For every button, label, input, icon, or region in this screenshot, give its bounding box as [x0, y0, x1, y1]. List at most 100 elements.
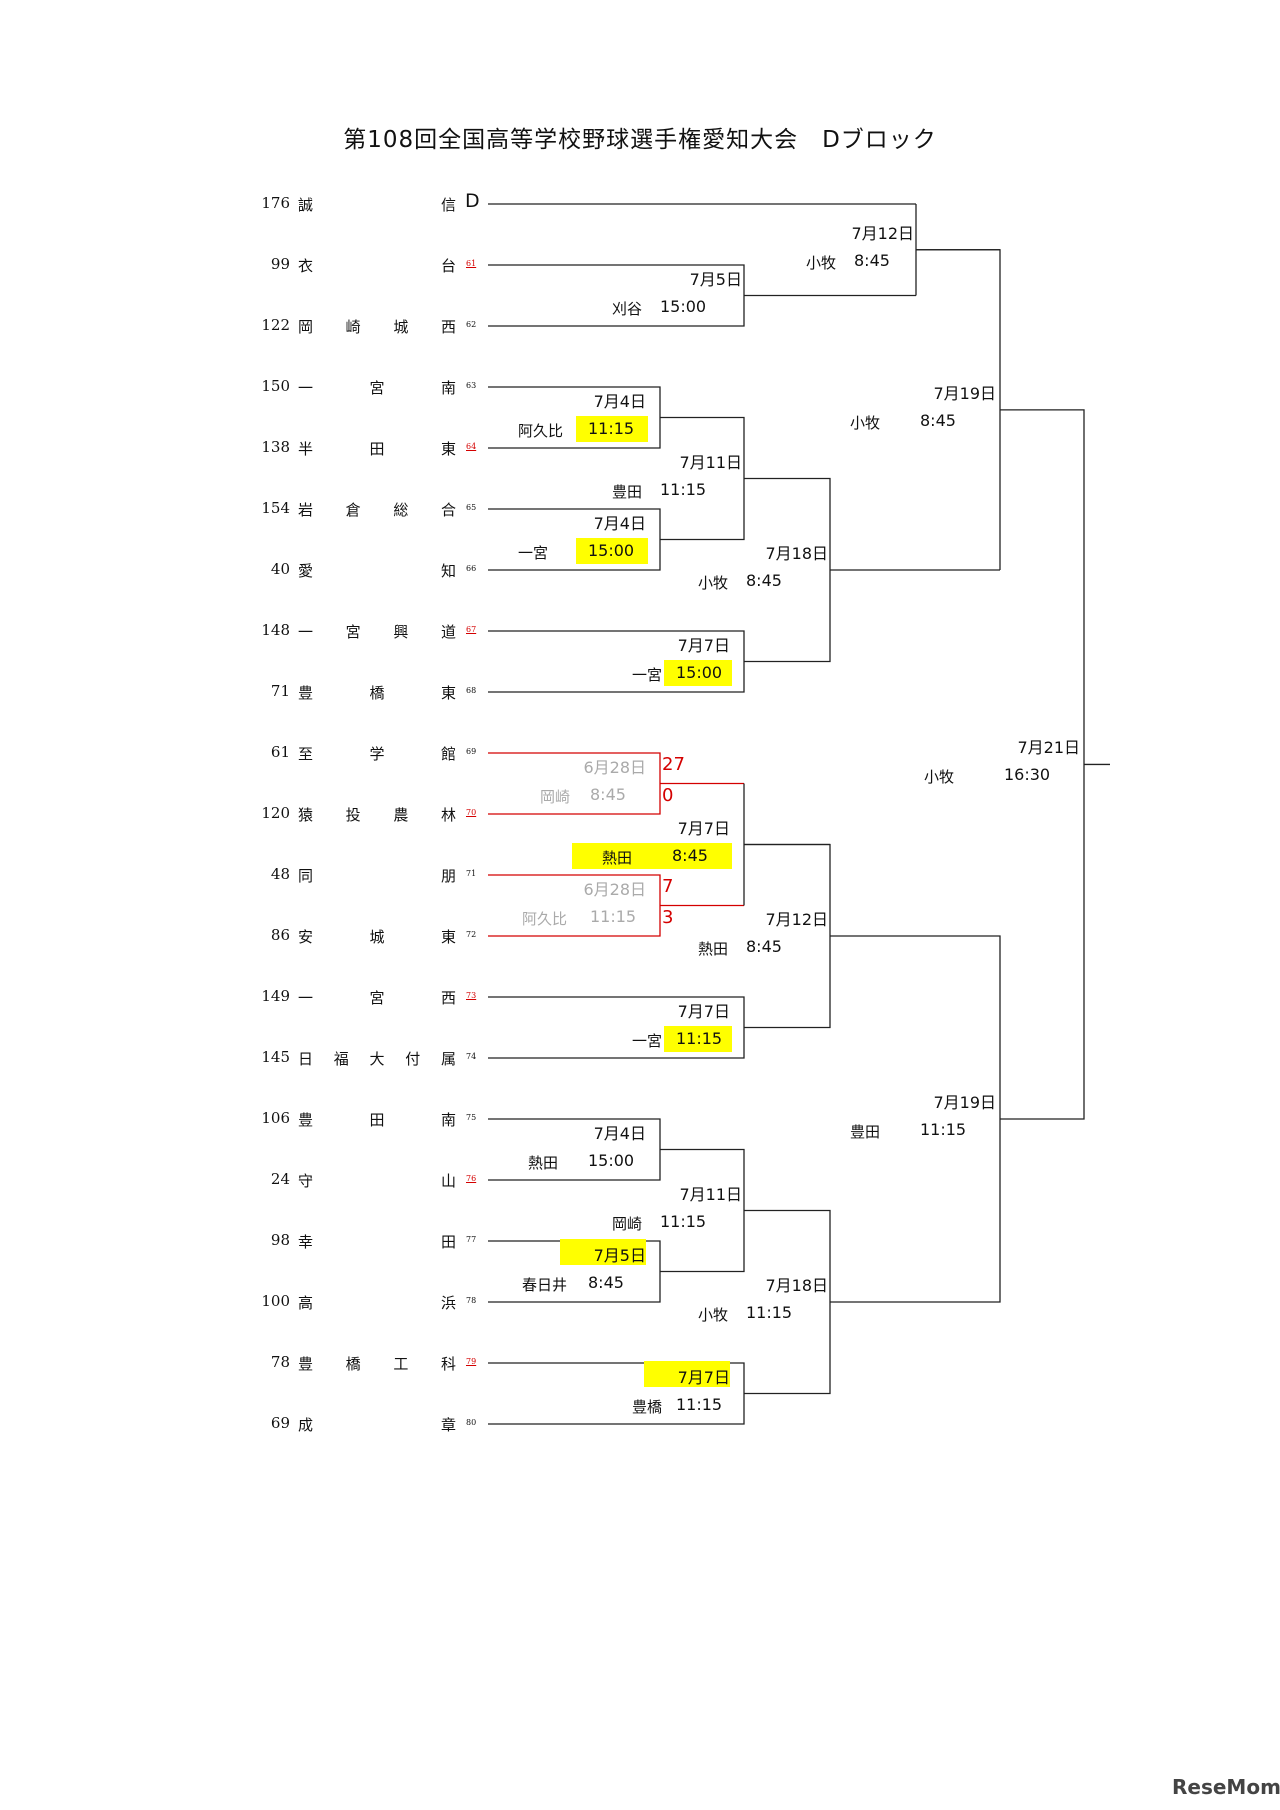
team-name: 誠信: [298, 194, 456, 215]
match-score-top: 7: [662, 875, 674, 897]
game-number: 70: [466, 808, 477, 817]
bracket-line: [830, 935, 1001, 1303]
team-name: 衣台: [298, 255, 456, 276]
match-time: 11:15: [588, 418, 635, 438]
game-number: 62: [466, 320, 477, 329]
resemom-logo: ReseMom: [1172, 1775, 1280, 1799]
team-name-char: 西: [440, 989, 456, 1007]
team-name-char: 合: [440, 501, 456, 519]
team-name-char: 高: [298, 1294, 314, 1312]
team-name-char: 投: [345, 806, 361, 824]
team-name: 一宮南: [298, 377, 456, 398]
game-number: 73: [466, 991, 477, 1000]
match-date: 7月12日: [851, 223, 914, 243]
team-name-char: 林: [440, 806, 456, 824]
match-time: 15:00: [660, 296, 707, 316]
match-highlight: [664, 659, 732, 686]
team-seed-number: 176: [261, 194, 290, 212]
game-number: 66: [466, 564, 477, 573]
team-name-char: 岩: [298, 501, 314, 519]
team-name: 岩倉総合: [298, 499, 456, 520]
team-name-char: 興: [393, 623, 409, 641]
team-name-char: 守: [298, 1172, 314, 1190]
match-date: 7月7日: [677, 818, 730, 838]
bracket-line: [660, 416, 745, 541]
team-name-char: 朋: [440, 867, 456, 885]
team-name-char: 日: [298, 1050, 314, 1068]
team-name: 幸田: [298, 1231, 456, 1252]
team-name-char: 館: [440, 745, 456, 763]
team-name-char: 東: [440, 440, 456, 458]
match-date: 7月7日: [677, 1001, 730, 1021]
team-seed-number: 69: [270, 1414, 290, 1432]
team-name-char: 崎: [345, 318, 361, 336]
match-venue: 小牧: [698, 574, 729, 592]
team-name-char: 東: [440, 684, 456, 702]
team-name-char: 豊: [298, 1355, 314, 1373]
team-name: 一宮西: [298, 987, 456, 1008]
match-time: 8:45: [590, 784, 626, 804]
team-seed-number: 138: [261, 438, 290, 456]
team-name-char: 章: [440, 1416, 456, 1434]
match-time: 8:45: [672, 845, 708, 865]
team-name-char: 南: [440, 1111, 456, 1129]
team-seed-number: 24: [270, 1170, 290, 1188]
match-time: 11:15: [676, 1028, 723, 1048]
team-name-char: 道: [440, 623, 456, 641]
match-date: 7月18日: [765, 1276, 828, 1295]
match-venue: 小牧: [698, 1306, 729, 1324]
team-name-char: 同: [298, 867, 314, 885]
match-time: 15:00: [588, 540, 635, 560]
match-date: 7月21日: [1017, 738, 1080, 758]
match-venue: 阿久比: [522, 909, 568, 928]
match-date: 7月18日: [765, 544, 828, 563]
team-name-char: 福: [333, 1050, 349, 1068]
match-date: 7月19日: [933, 383, 996, 403]
game-number: 68: [466, 686, 477, 695]
team-name: 半田東: [298, 438, 456, 459]
team-name-char: 台: [440, 257, 456, 275]
team-name: 日福大付属: [298, 1048, 456, 1069]
match-date: 7月4日: [593, 1123, 646, 1143]
team-name-char: 城: [369, 928, 385, 946]
team-name-char: 田: [369, 1111, 385, 1129]
team-name-char: 橋: [345, 1355, 361, 1373]
team-seed-number: 86: [270, 926, 290, 944]
match-venue: 熱田: [528, 1153, 559, 1172]
match-venue: 春日井: [522, 1275, 568, 1294]
team-name-char: 豊: [298, 684, 314, 702]
match-time: 11:15: [676, 1394, 723, 1414]
match-venue: 豊橋: [632, 1397, 663, 1416]
game-number: 75: [466, 1113, 477, 1122]
team-name-char: 幸: [298, 1233, 314, 1251]
match-venue: 熱田: [698, 940, 729, 958]
match-venue: 一宮: [518, 543, 549, 562]
match-time: 15:00: [676, 662, 723, 682]
team-seed-number: 100: [261, 1292, 290, 1310]
bracket-line: [660, 1148, 745, 1273]
team-name-char: 半: [298, 440, 314, 458]
game-number: 65: [466, 503, 477, 512]
game-number: 64: [466, 442, 477, 451]
game-number: 78: [466, 1296, 477, 1305]
bracket-line: [1000, 409, 1085, 1120]
team-name-char: 岡: [298, 318, 314, 336]
team-name-char: 知: [440, 562, 456, 580]
team-name-char: 西: [440, 318, 456, 336]
team-name-char: 一: [298, 623, 314, 641]
match-time: 11:15: [660, 479, 707, 499]
team-name-char: 属: [440, 1050, 456, 1068]
team-name-char: 一: [298, 989, 314, 1007]
team-name: 同朋: [298, 865, 456, 886]
team-seed-number: 122: [261, 316, 290, 334]
game-number: 76: [466, 1174, 477, 1183]
page-title: 第108回全国高等学校野球選手権愛知大会 Dブロック: [343, 127, 937, 153]
team-seed-number: 154: [261, 499, 290, 517]
team-name-char: 宮: [369, 989, 385, 1007]
team-seed-number: 78: [270, 1353, 290, 1371]
match-date: 7月7日: [677, 635, 730, 655]
team-name-char: 信: [440, 196, 456, 214]
match-time: 11:15: [590, 906, 637, 926]
team-name-char: 成: [298, 1416, 314, 1434]
